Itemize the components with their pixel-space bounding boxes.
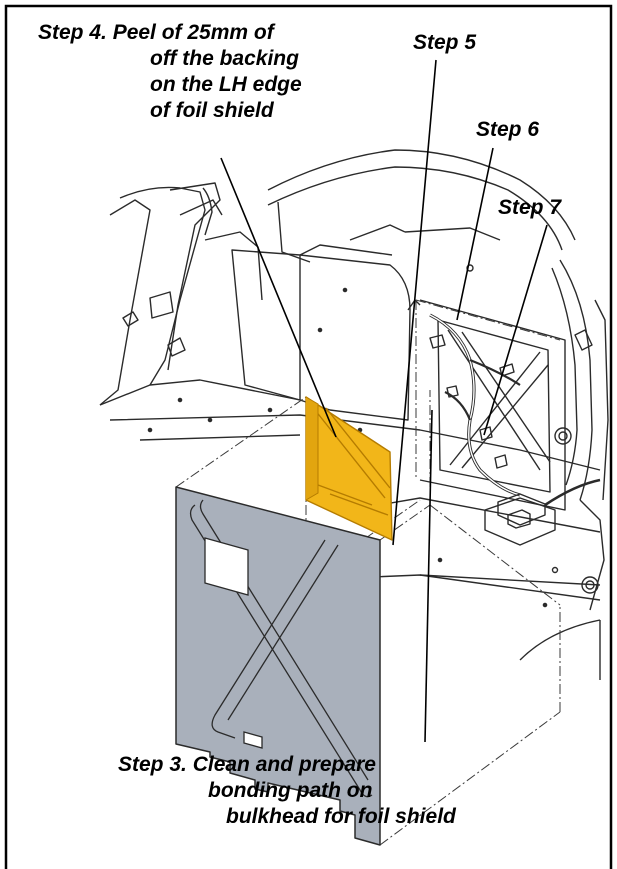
callout-step3-line2: bonding path on <box>208 779 373 802</box>
foil-shield-installed <box>305 396 393 541</box>
foil-shield-panel <box>175 486 381 846</box>
callout-step4-line2: off the backing <box>150 47 299 70</box>
callout-step7: Step 7 <box>498 195 561 221</box>
callout-step3-cont: bonding path on <box>208 778 372 804</box>
callout-step4-line3: on the LH edge <box>150 73 302 96</box>
callout-step5-text: Step 5 <box>413 31 477 54</box>
callout-step6: Step 6 <box>476 117 539 143</box>
callout-step4-line1: Step 4. Peel of 25mm of <box>38 21 274 44</box>
callout-step4-cont: off the backing on the LH edge of foil s… <box>150 46 302 124</box>
callout-step3-line1: Step 3. Clean and prepare <box>118 753 376 776</box>
page-border <box>4 4 613 869</box>
callout-step6-text: Step 6 <box>476 118 540 141</box>
callout-step5: Step 5 <box>413 30 476 56</box>
callout-step7-text: Step 7 <box>498 196 562 219</box>
callout-step3: Step 3. Clean and prepare <box>118 752 376 778</box>
leader-step4 <box>220 157 337 438</box>
vehicle-rear-body-linework <box>99 149 609 680</box>
callout-step3-line3: bulkhead for foil shield <box>226 805 456 828</box>
leader-step3 <box>424 409 433 743</box>
leader-step5 <box>392 59 437 546</box>
callout-step4-line4: of foil shield <box>150 99 274 122</box>
callout-step4: Step 4. Peel of 25mm of <box>38 20 274 46</box>
leader-lines <box>220 59 548 743</box>
leader-step7 <box>483 224 548 436</box>
leader-step6 <box>456 147 494 321</box>
callout-step3-cont2: bulkhead for foil shield <box>226 804 456 830</box>
